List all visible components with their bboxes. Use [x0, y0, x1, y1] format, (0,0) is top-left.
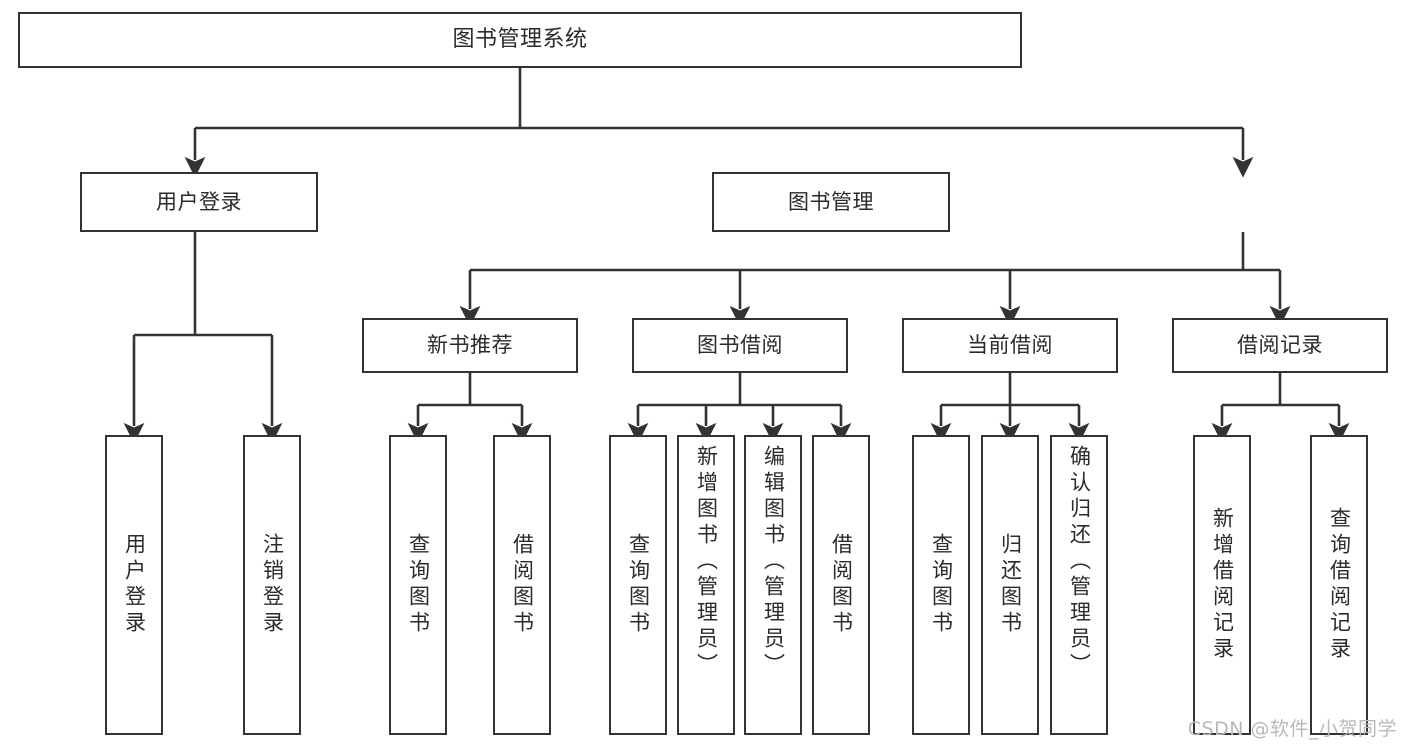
- leaf-borrow-add-book-admin[interactable]: 新增图书（管理员）: [677, 435, 735, 735]
- node-label: 查询图书: [406, 533, 431, 637]
- node-label: 借阅图书: [829, 533, 854, 637]
- node-label: 新增图书（管理员）: [694, 445, 719, 679]
- leaf-records-query-record[interactable]: 查询借阅记录: [1310, 435, 1368, 735]
- node-label: 新书推荐: [427, 333, 513, 358]
- node-user-login[interactable]: 用户登录: [80, 172, 318, 232]
- node-label: 编辑图书（管理员）: [761, 445, 786, 679]
- node-label: 用户登录: [156, 189, 242, 214]
- node-label: 图书管理: [788, 189, 874, 214]
- node-label: 图书管理系统: [452, 27, 588, 53]
- leaf-current-query-book[interactable]: 查询图书: [912, 435, 970, 735]
- leaf-borrow-edit-book-admin[interactable]: 编辑图书（管理员）: [744, 435, 802, 735]
- node-label: 归还图书: [998, 533, 1023, 637]
- leaf-borrow-borrow-book[interactable]: 借阅图书: [812, 435, 870, 735]
- watermark: CSDN @软件_小贺同学: [1187, 718, 1397, 740]
- node-label: 查询图书: [929, 533, 954, 637]
- node-book-management[interactable]: 图书管理: [712, 172, 950, 232]
- leaf-current-return-book[interactable]: 归还图书: [981, 435, 1039, 735]
- node-label: 确认归还（管理员）: [1067, 445, 1092, 679]
- node-root-system[interactable]: 图书管理系统: [18, 12, 1022, 68]
- node-label: 借阅记录: [1237, 333, 1323, 358]
- node-label: 查询图书: [626, 533, 651, 637]
- leaf-borrow-query-book[interactable]: 查询图书: [609, 435, 667, 735]
- node-label: 当前借阅: [967, 333, 1053, 358]
- leaf-records-add-record[interactable]: 新增借阅记录: [1193, 435, 1251, 735]
- node-new-book-recommend[interactable]: 新书推荐: [362, 318, 578, 373]
- node-label: 借阅图书: [510, 533, 535, 637]
- node-label: 查询借阅记录: [1327, 507, 1352, 663]
- node-book-borrow[interactable]: 图书借阅: [632, 318, 848, 373]
- node-label: 用户登录: [122, 533, 147, 637]
- node-borrow-records[interactable]: 借阅记录: [1172, 318, 1388, 373]
- node-label: 图书借阅: [697, 333, 783, 358]
- node-current-borrow[interactable]: 当前借阅: [902, 318, 1118, 373]
- leaf-user-login-signin[interactable]: 用户登录: [105, 435, 163, 735]
- leaf-current-confirm-return-admin[interactable]: 确认归还（管理员）: [1050, 435, 1108, 735]
- leaf-new-book-query[interactable]: 查询图书: [389, 435, 447, 735]
- leaf-new-book-borrow[interactable]: 借阅图书: [493, 435, 551, 735]
- node-label: 注销登录: [260, 533, 285, 637]
- leaf-user-login-signout[interactable]: 注销登录: [243, 435, 301, 735]
- node-label: 新增借阅记录: [1210, 507, 1235, 663]
